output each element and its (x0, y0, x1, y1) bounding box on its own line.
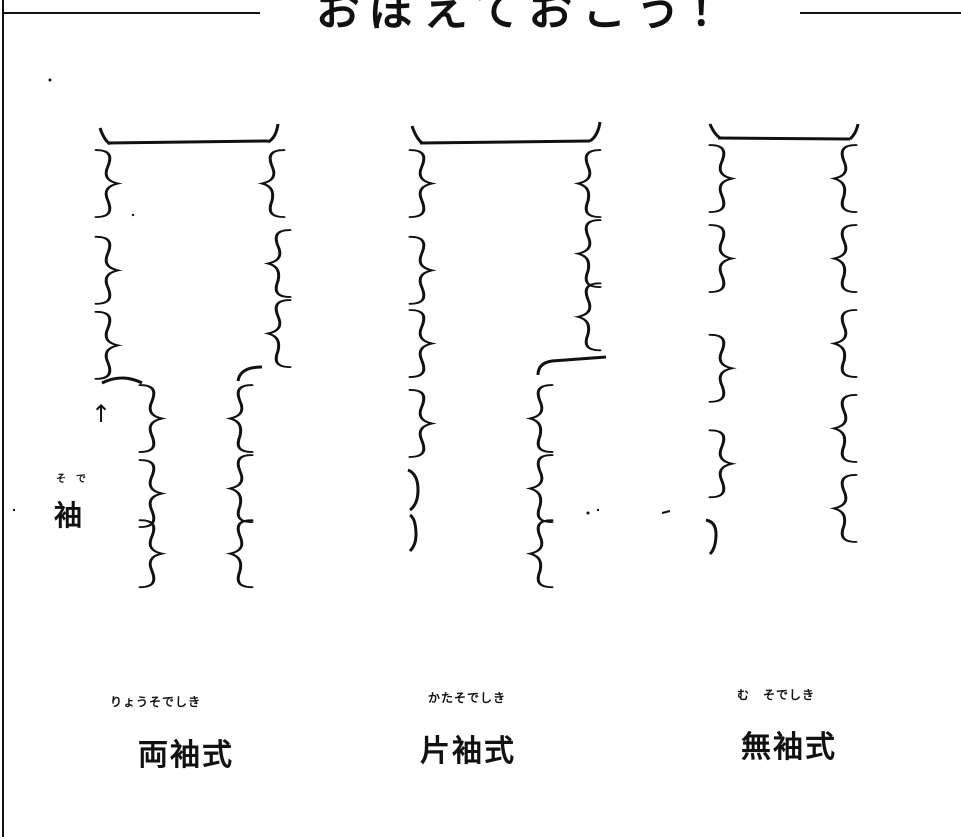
type-label-ryosode: 両袖式 (138, 738, 234, 773)
type-ruby-ryosode: りょうそでしき (110, 695, 202, 709)
musode-shiki-diagram (705, 123, 860, 556)
title-rule-left (2, 12, 260, 14)
arrow-up-icon: ↑ (91, 400, 112, 428)
print-specks (12, 78, 671, 515)
sode-label: 袖 (54, 499, 83, 532)
sode-ruby: そで (56, 474, 96, 485)
type-ruby-katasode: かたそでしき (428, 691, 507, 705)
type-ruby-musode: む そでしき (737, 688, 816, 702)
title-rule-right (800, 12, 961, 14)
page-title: おぼえておこう！ (315, 0, 745, 36)
ryosode-shiki-diagram (94, 123, 292, 589)
katasode-shiki-diagram (407, 121, 607, 589)
type-label-musode: 無袖式 (741, 730, 837, 765)
type-label-katasode: 片袖式 (420, 734, 516, 769)
